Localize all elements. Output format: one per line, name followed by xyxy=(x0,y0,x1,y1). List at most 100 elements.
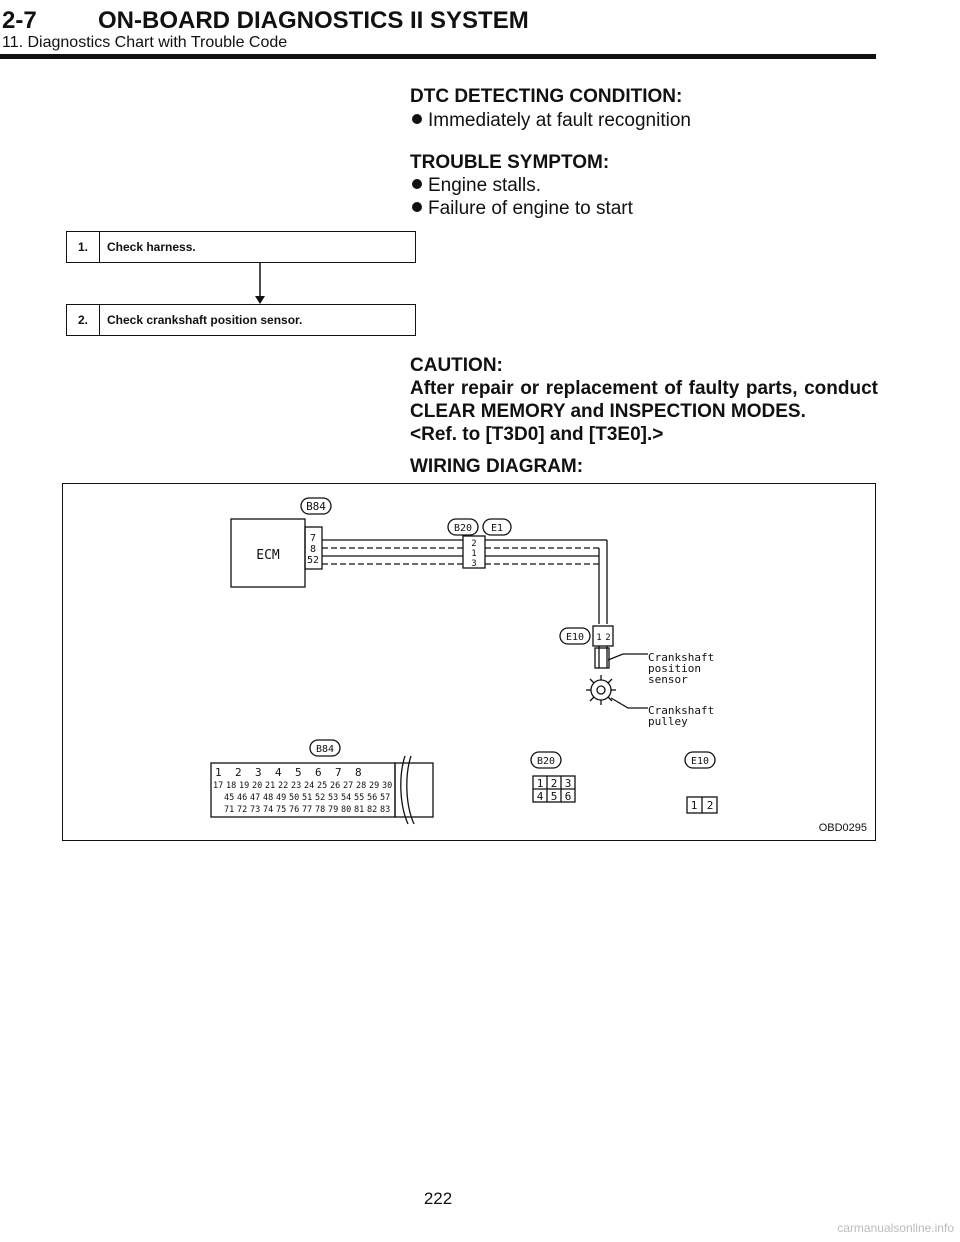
b20-pin: 1 xyxy=(471,549,476,559)
caution-ref: <Ref. to [T3D0] and [T3E0].> xyxy=(410,424,664,445)
ecm-label: ECM xyxy=(256,548,280,563)
bullet-icon xyxy=(412,114,422,124)
dtc-heading: DTC DETECTING CONDITION: xyxy=(410,86,683,107)
b84-face-pin: 25 xyxy=(317,781,327,791)
b20-face-pin: 6 xyxy=(565,790,572,803)
e10-pin: 2 xyxy=(605,633,610,643)
b84-face-pin: 53 xyxy=(328,793,338,803)
step-number: 2. xyxy=(67,305,100,335)
figure-code: OBD0295 xyxy=(818,822,867,834)
step-number: 1. xyxy=(67,232,100,262)
b20-face-pin: 1 xyxy=(537,777,544,790)
b84-face-pin: 52 xyxy=(315,793,325,803)
b84-face-pin: 83 xyxy=(380,805,390,815)
b84-face-label: B84 xyxy=(316,744,334,755)
b84-face-pin: 54 xyxy=(341,793,351,803)
e10-face-pin: 2 xyxy=(707,799,714,812)
b84-face-pin: 76 xyxy=(289,805,299,815)
b20-face-label: B20 xyxy=(537,756,555,767)
b20-face-tag xyxy=(530,751,562,769)
flow-step-2[interactable]: 2. Check crankshaft position sensor. xyxy=(66,304,416,336)
b20-face-pin: 4 xyxy=(537,790,544,803)
b84-face-pin: 57 xyxy=(380,793,390,803)
ecm-pin: 8 xyxy=(310,544,316,555)
b84-face-pin: 50 xyxy=(289,793,299,803)
b84-face-pin: 5 xyxy=(295,766,302,779)
sensor-label: Crankshaft xyxy=(648,651,714,664)
b84-face-pin: 79 xyxy=(328,805,338,815)
b84-face-pin: 21 xyxy=(265,781,275,791)
e10-label: E10 xyxy=(566,632,584,643)
page-subtitle: 11. Diagnostics Chart with Trouble Code xyxy=(2,34,288,51)
b84-face-pin: 77 xyxy=(302,805,312,815)
b20-face-pin: 3 xyxy=(565,777,572,790)
dtc-item: Immediately at fault recognition xyxy=(412,110,691,132)
sensor-label: position xyxy=(648,662,701,675)
b84-face-pin: 45 xyxy=(224,793,234,803)
b84-face-pin: 29 xyxy=(369,781,379,791)
b20-connector xyxy=(462,535,486,569)
b84-face-pin: 47 xyxy=(250,793,260,803)
e10-connector xyxy=(592,625,614,647)
b84-face-pin: 82 xyxy=(367,805,377,815)
e10-pin: 1 xyxy=(596,633,601,643)
symptom-item: Engine stalls. xyxy=(412,175,541,197)
b20-face-pin: 5 xyxy=(551,790,558,803)
b84-face-pin: 18 xyxy=(226,781,236,791)
e10-face-pin: 1 xyxy=(691,799,698,812)
b84-face-pin: 4 xyxy=(275,766,282,779)
sensor-label: sensor xyxy=(648,673,688,686)
b84-face-pin: 49 xyxy=(276,793,286,803)
b84-face-pin: 72 xyxy=(237,805,247,815)
b84-face-pin: 74 xyxy=(263,805,273,815)
b84-face-pin: 51 xyxy=(302,793,312,803)
footer-url: carmanualsonline.info xyxy=(837,1221,954,1235)
caution-heading: CAUTION: xyxy=(410,355,503,376)
symptom-heading: TROUBLE SYMPTOM: xyxy=(410,152,610,173)
b84-face-pin: 6 xyxy=(315,766,322,779)
flow-step-1[interactable]: 1. Check harness. xyxy=(66,231,416,263)
ecm-pin: 52 xyxy=(307,555,319,566)
e10-face-label: E10 xyxy=(691,756,709,767)
b20-label: B20 xyxy=(454,523,472,534)
wiring-diagram: B84 ECM 7 8 52 B20 E1 2 1 3 E10 1 2 Cran… xyxy=(210,497,718,825)
b84-face-pin: 7 xyxy=(335,766,342,779)
ecm-pin: 7 xyxy=(310,533,316,544)
b84-face-pin: 46 xyxy=(237,793,247,803)
b84-tag xyxy=(300,497,332,515)
step-text: Check crankshaft position sensor. xyxy=(107,313,303,327)
b84-face-pin: 28 xyxy=(356,781,366,791)
b84-face-pin: 3 xyxy=(255,766,262,779)
bullet-icon xyxy=(412,202,422,212)
symptom-item: Failure of engine to start xyxy=(412,198,633,220)
e10-tag xyxy=(559,627,591,645)
step-text: Check harness. xyxy=(107,240,196,254)
page-number: 222 xyxy=(423,1189,453,1208)
page-title: ON-BOARD DIAGNOSTICS II SYSTEM xyxy=(98,7,529,34)
flow-arrow xyxy=(255,263,265,304)
b84-face-pin: 78 xyxy=(315,805,325,815)
bullet-icon xyxy=(412,179,422,189)
pulley-label: pulley xyxy=(648,715,688,728)
b84-face-pin: 80 xyxy=(341,805,351,815)
pulley-label: Crankshaft xyxy=(648,704,714,717)
e10-face-tag xyxy=(684,751,716,769)
b84-face-pin: 26 xyxy=(330,781,340,791)
b84-face-pin: 56 xyxy=(367,793,377,803)
b20-pin: 2 xyxy=(471,539,476,549)
b84-face-pin: 2 xyxy=(235,766,242,779)
b84-face-pin: 8 xyxy=(355,766,362,779)
b84-face-tag xyxy=(309,739,341,757)
b84-face-pin: 73 xyxy=(250,805,260,815)
e1-tag xyxy=(482,518,512,536)
b84-face-pin: 81 xyxy=(354,805,364,815)
b84-face-pin: 55 xyxy=(354,793,364,803)
section-number: 2-7 xyxy=(2,7,37,34)
b84-label: B84 xyxy=(306,500,326,513)
header-rule xyxy=(0,54,876,59)
b84-face-pin: 30 xyxy=(382,781,392,791)
caution-text: After repair or replacement of faulty pa… xyxy=(410,378,878,422)
caution-note: CAUTION: After repair or replacement of … xyxy=(410,354,878,446)
wiring-diagram-figure: B84 ECM 7 8 52 B20 E1 2 1 3 E10 1 2 Cran… xyxy=(62,483,876,841)
b84-face-pin: 17 xyxy=(213,781,223,791)
